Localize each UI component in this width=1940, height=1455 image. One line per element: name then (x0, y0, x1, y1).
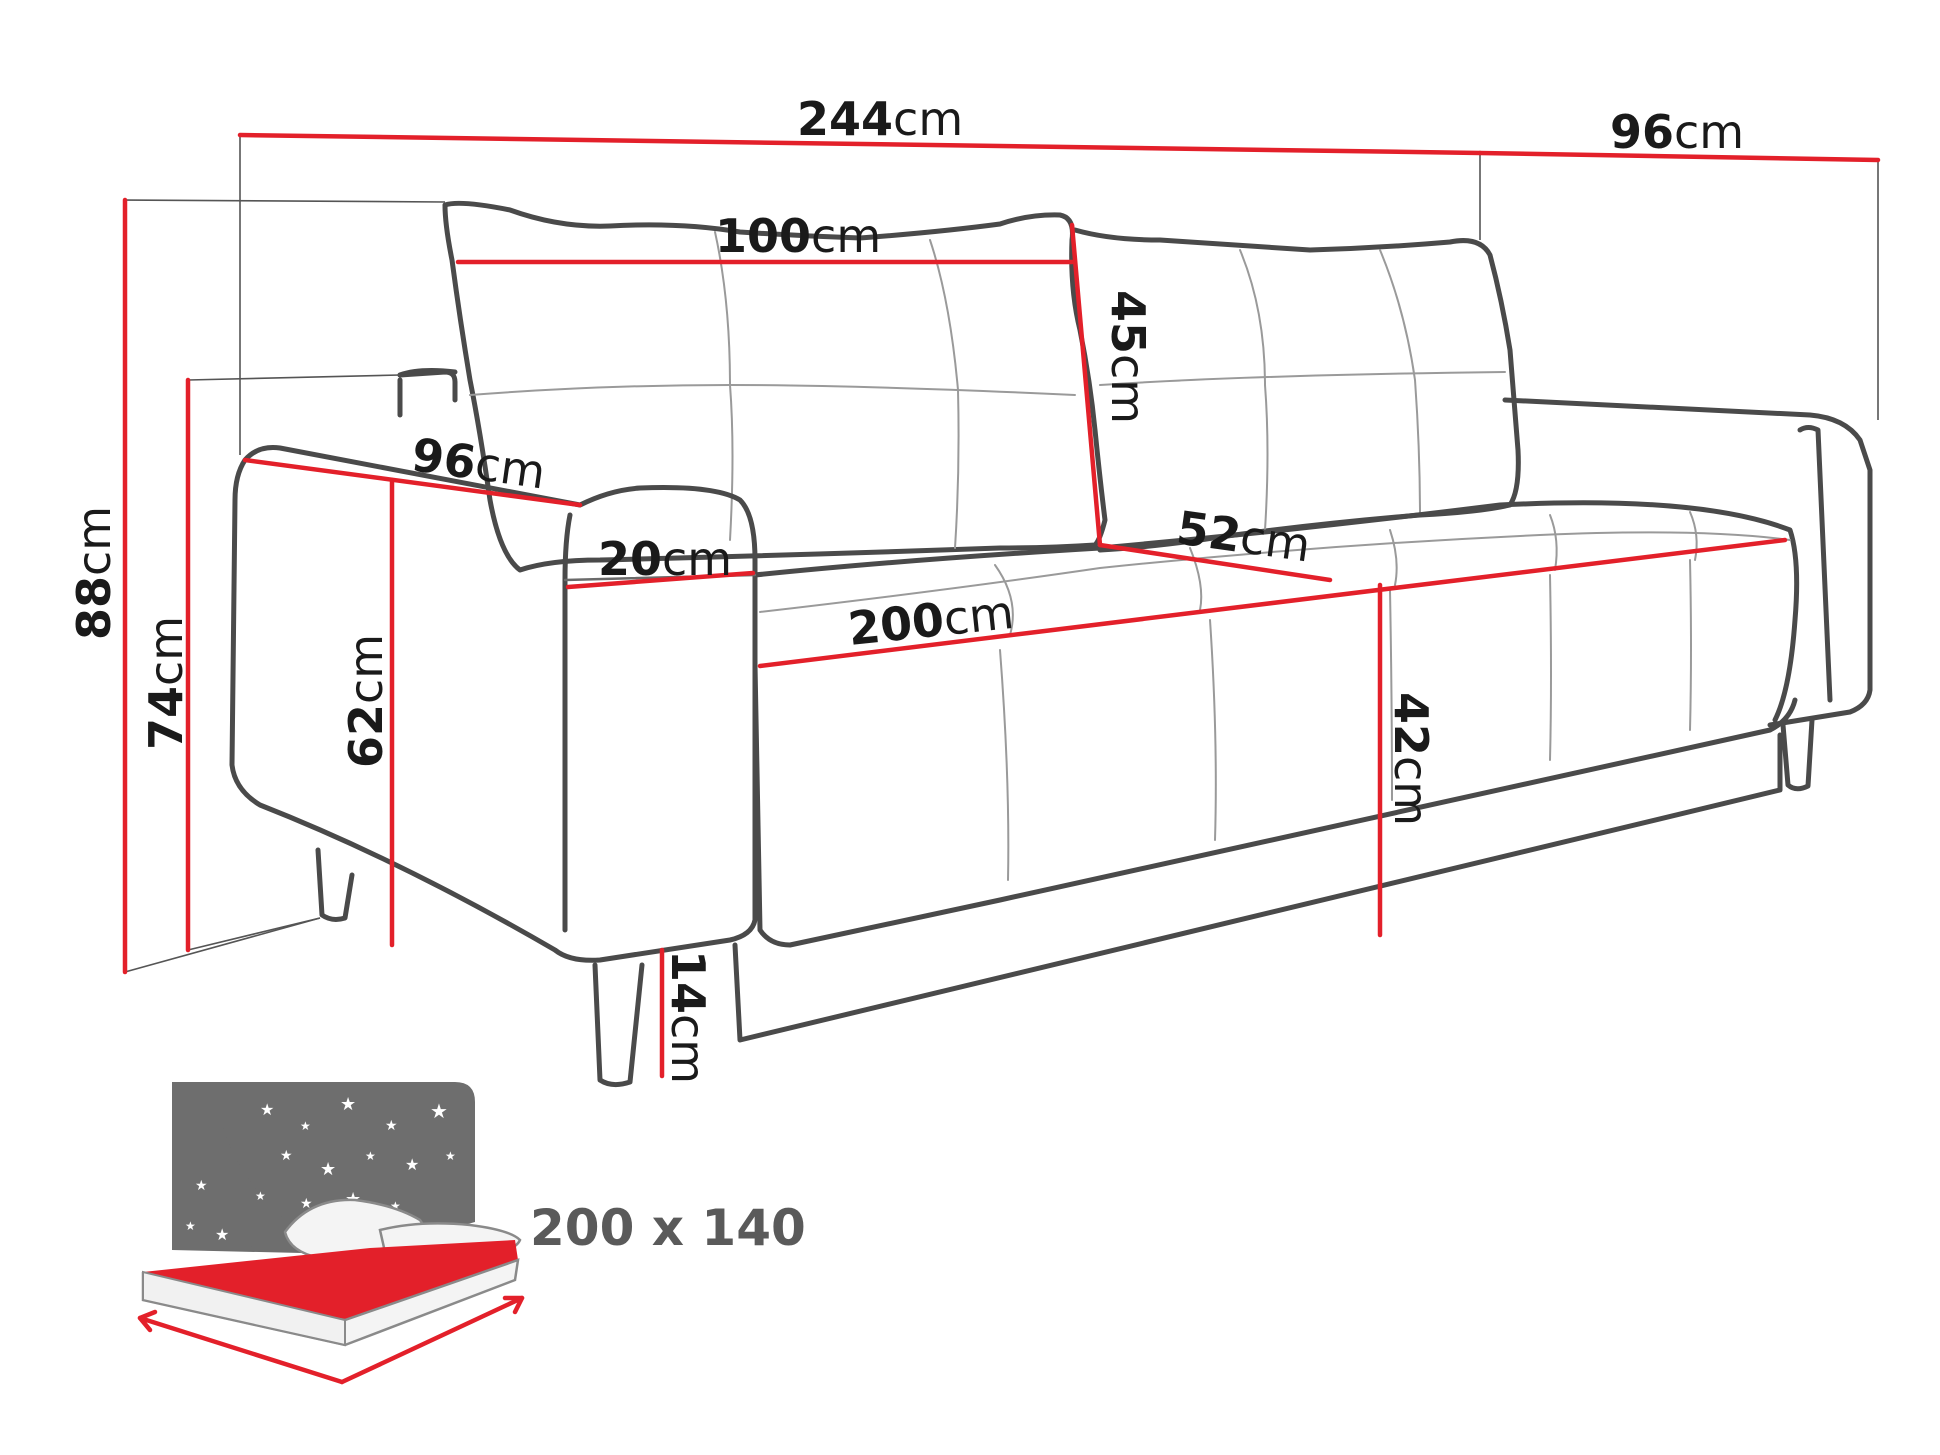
label-leg-height: 14cm (661, 950, 715, 1084)
dim-line-depth-top (1477, 150, 1881, 163)
label-back-height: 74cm (139, 616, 193, 750)
dimension-lines (122, 132, 1881, 1079)
label-seat-height: 42cm (1384, 692, 1438, 826)
svg-text:★: ★ (255, 1189, 266, 1203)
svg-text:★: ★ (390, 1199, 401, 1213)
label-armrest-width: 20cm (598, 532, 732, 586)
label-total-width: 244cm (797, 92, 963, 146)
svg-text:★: ★ (300, 1196, 313, 1212)
svg-text:★: ★ (430, 1099, 448, 1123)
dim-line-armrest-depth (242, 457, 583, 508)
bed-night-icon: ★ ★ ★ ★ ★ ★ ★ ★ ★ ★ ★ ★ ★ ★ ★ ★ ★ (137, 1082, 525, 1385)
dim-line-seat-depth (1097, 542, 1333, 583)
sleeping-area-label: 200 x 140 (530, 1199, 806, 1257)
label-depth-top: 96cm (1610, 105, 1744, 159)
svg-text:★: ★ (320, 1159, 336, 1180)
svg-text:★: ★ (215, 1225, 229, 1244)
dim-line-armrest-width (565, 570, 756, 590)
dim-line-seat-width (757, 537, 1788, 669)
label-seat-depth: 52cm (1173, 500, 1313, 572)
svg-text:★: ★ (280, 1148, 293, 1164)
label-cushion-height: 45cm (1101, 290, 1155, 424)
svg-text:★: ★ (300, 1119, 311, 1133)
dim-line-cushion-height (1069, 222, 1103, 548)
label-cushion-width: 100cm (715, 209, 881, 263)
svg-text:★: ★ (195, 1178, 208, 1194)
svg-text:★: ★ (340, 1094, 356, 1115)
svg-text:★: ★ (365, 1149, 376, 1163)
extension-lines (124, 135, 1879, 973)
label-armrest-height: 62cm (339, 634, 393, 768)
sofa-drawing (229, 200, 1873, 1088)
svg-text:★: ★ (445, 1149, 456, 1163)
svg-text:★: ★ (405, 1155, 419, 1174)
label-total-height: 88cm (67, 506, 121, 640)
svg-text:★: ★ (185, 1219, 196, 1233)
dimension-labels: 244cm 96cm 100cm 45cm 96cm 20cm 52cm 200… (67, 92, 1744, 1084)
svg-text:★: ★ (385, 1118, 398, 1134)
dim-line-total-width (237, 132, 1483, 156)
label-seat-width: 200cm (846, 585, 1017, 656)
label-armrest-depth: 96cm (408, 427, 548, 499)
svg-text:★: ★ (260, 1100, 274, 1119)
